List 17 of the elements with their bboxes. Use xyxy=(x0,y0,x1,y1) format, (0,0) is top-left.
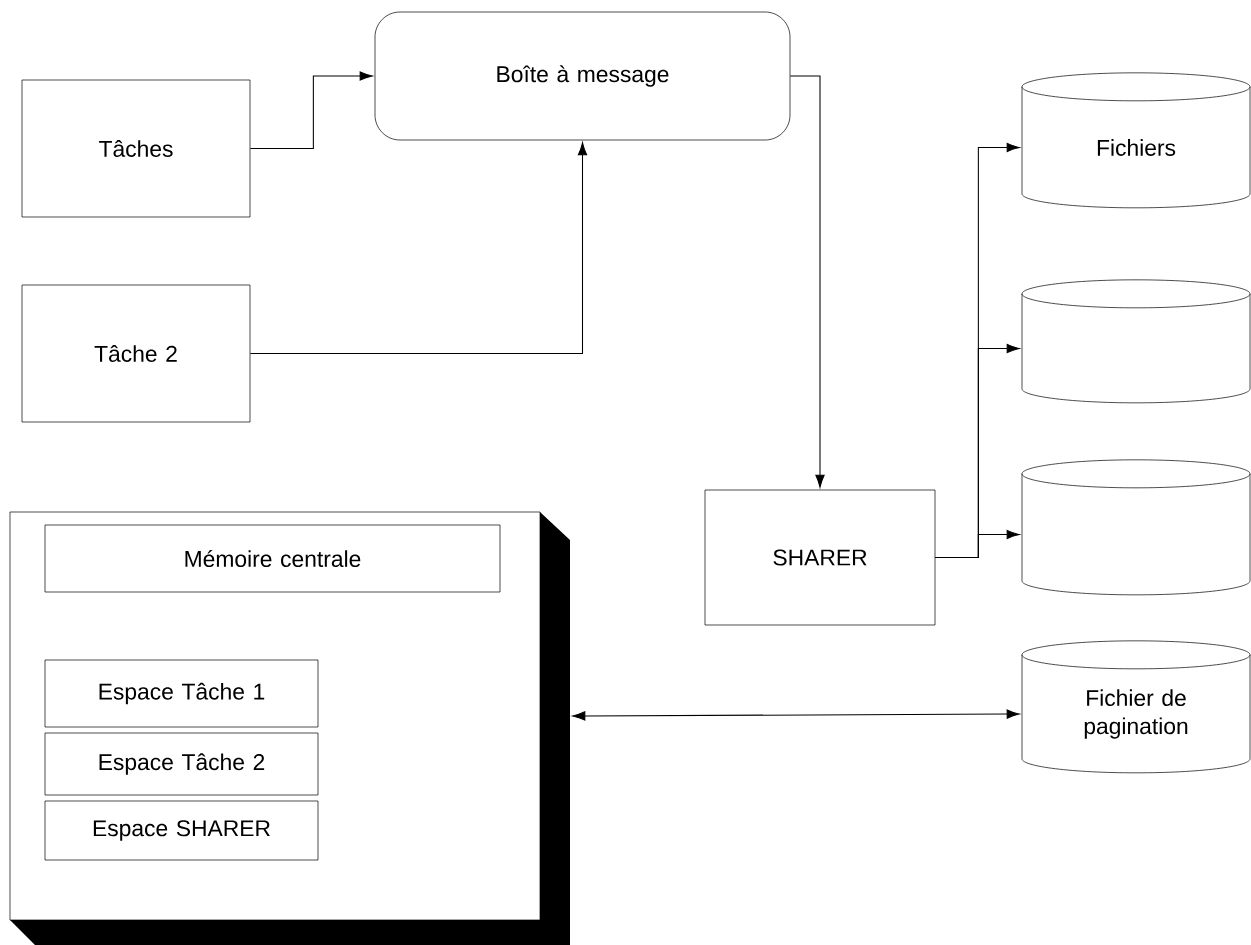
arrow xyxy=(934,529,1020,559)
arrow xyxy=(572,709,1020,721)
process-box: Espace SHARER xyxy=(44,800,319,861)
storage-cylinder xyxy=(1021,459,1251,596)
process-box: Tâche 2 xyxy=(21,284,251,423)
process-box: Espace Tâche 2 xyxy=(44,732,319,796)
arrow xyxy=(789,75,825,488)
message-box: Boîte à message xyxy=(374,11,791,141)
process-box: SHARER xyxy=(704,489,936,626)
process-box: Mémoire centrale xyxy=(44,524,501,593)
storage-cylinder: Fichiers xyxy=(1021,72,1251,209)
process-box: Espace Tâche 1 xyxy=(44,659,319,728)
arrow xyxy=(249,142,588,355)
storage-cylinder xyxy=(1021,279,1251,404)
storage-cylinder: Fichier de pagination xyxy=(1021,640,1251,774)
process-box: Tâches xyxy=(21,79,251,218)
arrow xyxy=(249,71,373,150)
